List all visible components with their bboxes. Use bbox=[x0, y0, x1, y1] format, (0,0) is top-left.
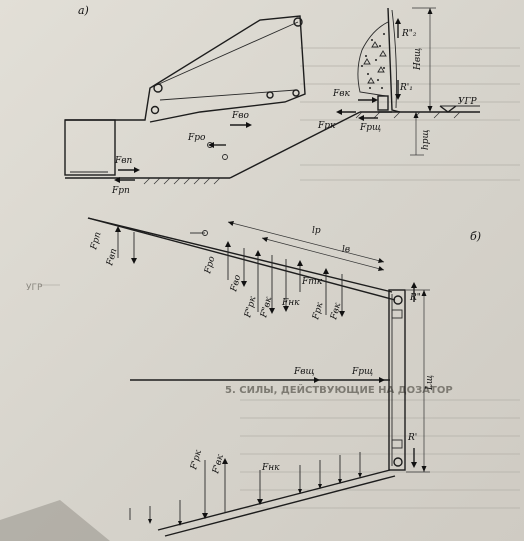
panel-b-label: б) bbox=[470, 230, 481, 243]
distributed-load-lower bbox=[129, 452, 362, 526]
soil-prism bbox=[357, 21, 389, 97]
label-a-h-vsh: Hвщ bbox=[413, 48, 423, 71]
pivot-b-bottom bbox=[393, 457, 403, 467]
scan-shadow bbox=[0, 500, 110, 541]
background-bleed: 5. СИЛЫ, ДЕЙСТВУЮЩИЕ НА ДОЗАТОР УГР bbox=[26, 47, 520, 509]
force-a-vp bbox=[118, 167, 140, 173]
panel-b: б) Fвщ Fрщ lр lв bbox=[87, 217, 481, 537]
push-frame bbox=[65, 15, 306, 123]
lower-beam-top bbox=[157, 469, 391, 531]
force-a-rp bbox=[114, 177, 135, 183]
upper-beam-bottom bbox=[87, 217, 396, 301]
background-ugr: УГР bbox=[26, 283, 43, 293]
pivot-b-top bbox=[393, 295, 403, 305]
force-a-rk bbox=[336, 109, 356, 115]
label-b-f-vsh: Fвщ bbox=[293, 367, 315, 377]
label-a-f-vp: Fвп bbox=[114, 156, 132, 166]
label-b-f-nk-lower: Fнк bbox=[261, 463, 280, 473]
soil-triangles bbox=[363, 41, 387, 84]
label-b-r-p: R' bbox=[407, 433, 417, 443]
force-a-rsh bbox=[358, 115, 378, 121]
cutting-edge-block bbox=[377, 95, 389, 111]
label-b-l-v: lв bbox=[342, 245, 350, 255]
label-b-f-vp: Fвп bbox=[105, 247, 119, 267]
frame-pivot-3 bbox=[293, 17, 303, 27]
rear-block bbox=[64, 119, 116, 176]
label-b-f-rk: Fрк bbox=[311, 301, 326, 322]
label-b-f-rk-pp: F"рк bbox=[243, 295, 259, 320]
label-b-f-vk: Fвк bbox=[329, 301, 343, 321]
reaction-r1-arrow bbox=[395, 80, 401, 100]
label-a-f-ro: Fро bbox=[187, 133, 206, 143]
label-b-f-nk: Fнк bbox=[281, 298, 300, 308]
force-a-ro bbox=[208, 142, 226, 148]
ugr-marker-a bbox=[439, 105, 457, 113]
frame-pivot-4 bbox=[266, 91, 274, 99]
label-b-l-p: lр bbox=[312, 226, 321, 236]
label-a-ugr: УГР bbox=[458, 97, 477, 107]
panel-a-label: а) bbox=[78, 4, 89, 17]
frame-pivot-2 bbox=[150, 105, 160, 115]
force-b-rsh bbox=[379, 377, 385, 383]
frame-pivot-5 bbox=[292, 89, 300, 97]
upper-beam-top bbox=[87, 217, 393, 293]
reaction-r2-arrow bbox=[395, 18, 401, 38]
ground-hatch-a bbox=[143, 111, 461, 185]
force-a-vo bbox=[230, 122, 252, 128]
force-b-vsh bbox=[314, 377, 320, 383]
label-a-f-vk: Fвк bbox=[332, 89, 350, 99]
label-b-l-sh: Lщ bbox=[425, 375, 435, 391]
label-b-f-tk: Fтк bbox=[301, 277, 323, 287]
label-b-r-pp: R" bbox=[409, 293, 421, 303]
label-b-f-rsh: Fрщ bbox=[351, 367, 373, 377]
background-heading: 5. СИЛЫ, ДЕЙСТВУЮЩИЕ НА ДОЗАТОР bbox=[225, 383, 453, 396]
label-a-f-rsh: Fрщ bbox=[359, 123, 381, 133]
moldboard-b bbox=[388, 289, 406, 471]
label-a-r2: R"₂ bbox=[401, 29, 417, 39]
label-a-h-rsh: hрщ bbox=[421, 129, 431, 150]
label-a-f-vo: Fво bbox=[231, 111, 249, 121]
lower-beam-bottom bbox=[164, 475, 396, 537]
soil-dots bbox=[361, 33, 385, 89]
dim-lv bbox=[261, 237, 385, 271]
frame-pivot-1 bbox=[153, 83, 163, 93]
label-a-r1: R'₁ bbox=[399, 83, 413, 93]
moldboard bbox=[387, 7, 401, 113]
label-b-f-rp: Fрп bbox=[89, 231, 104, 252]
label-a-f-rk: Fрк bbox=[317, 121, 336, 131]
label-b-f-ro: Fро bbox=[203, 255, 218, 276]
panel-a: а) bbox=[64, 4, 480, 196]
label-b-f-vo: Fво bbox=[229, 273, 243, 293]
label-b-f-vk-p: F'вк bbox=[211, 453, 226, 476]
label-a-f-rp: Fрп bbox=[111, 186, 130, 196]
label-b-f-rk-p: F'рк bbox=[189, 448, 204, 471]
dim-lp bbox=[227, 221, 385, 263]
force-a-vk bbox=[358, 97, 378, 103]
